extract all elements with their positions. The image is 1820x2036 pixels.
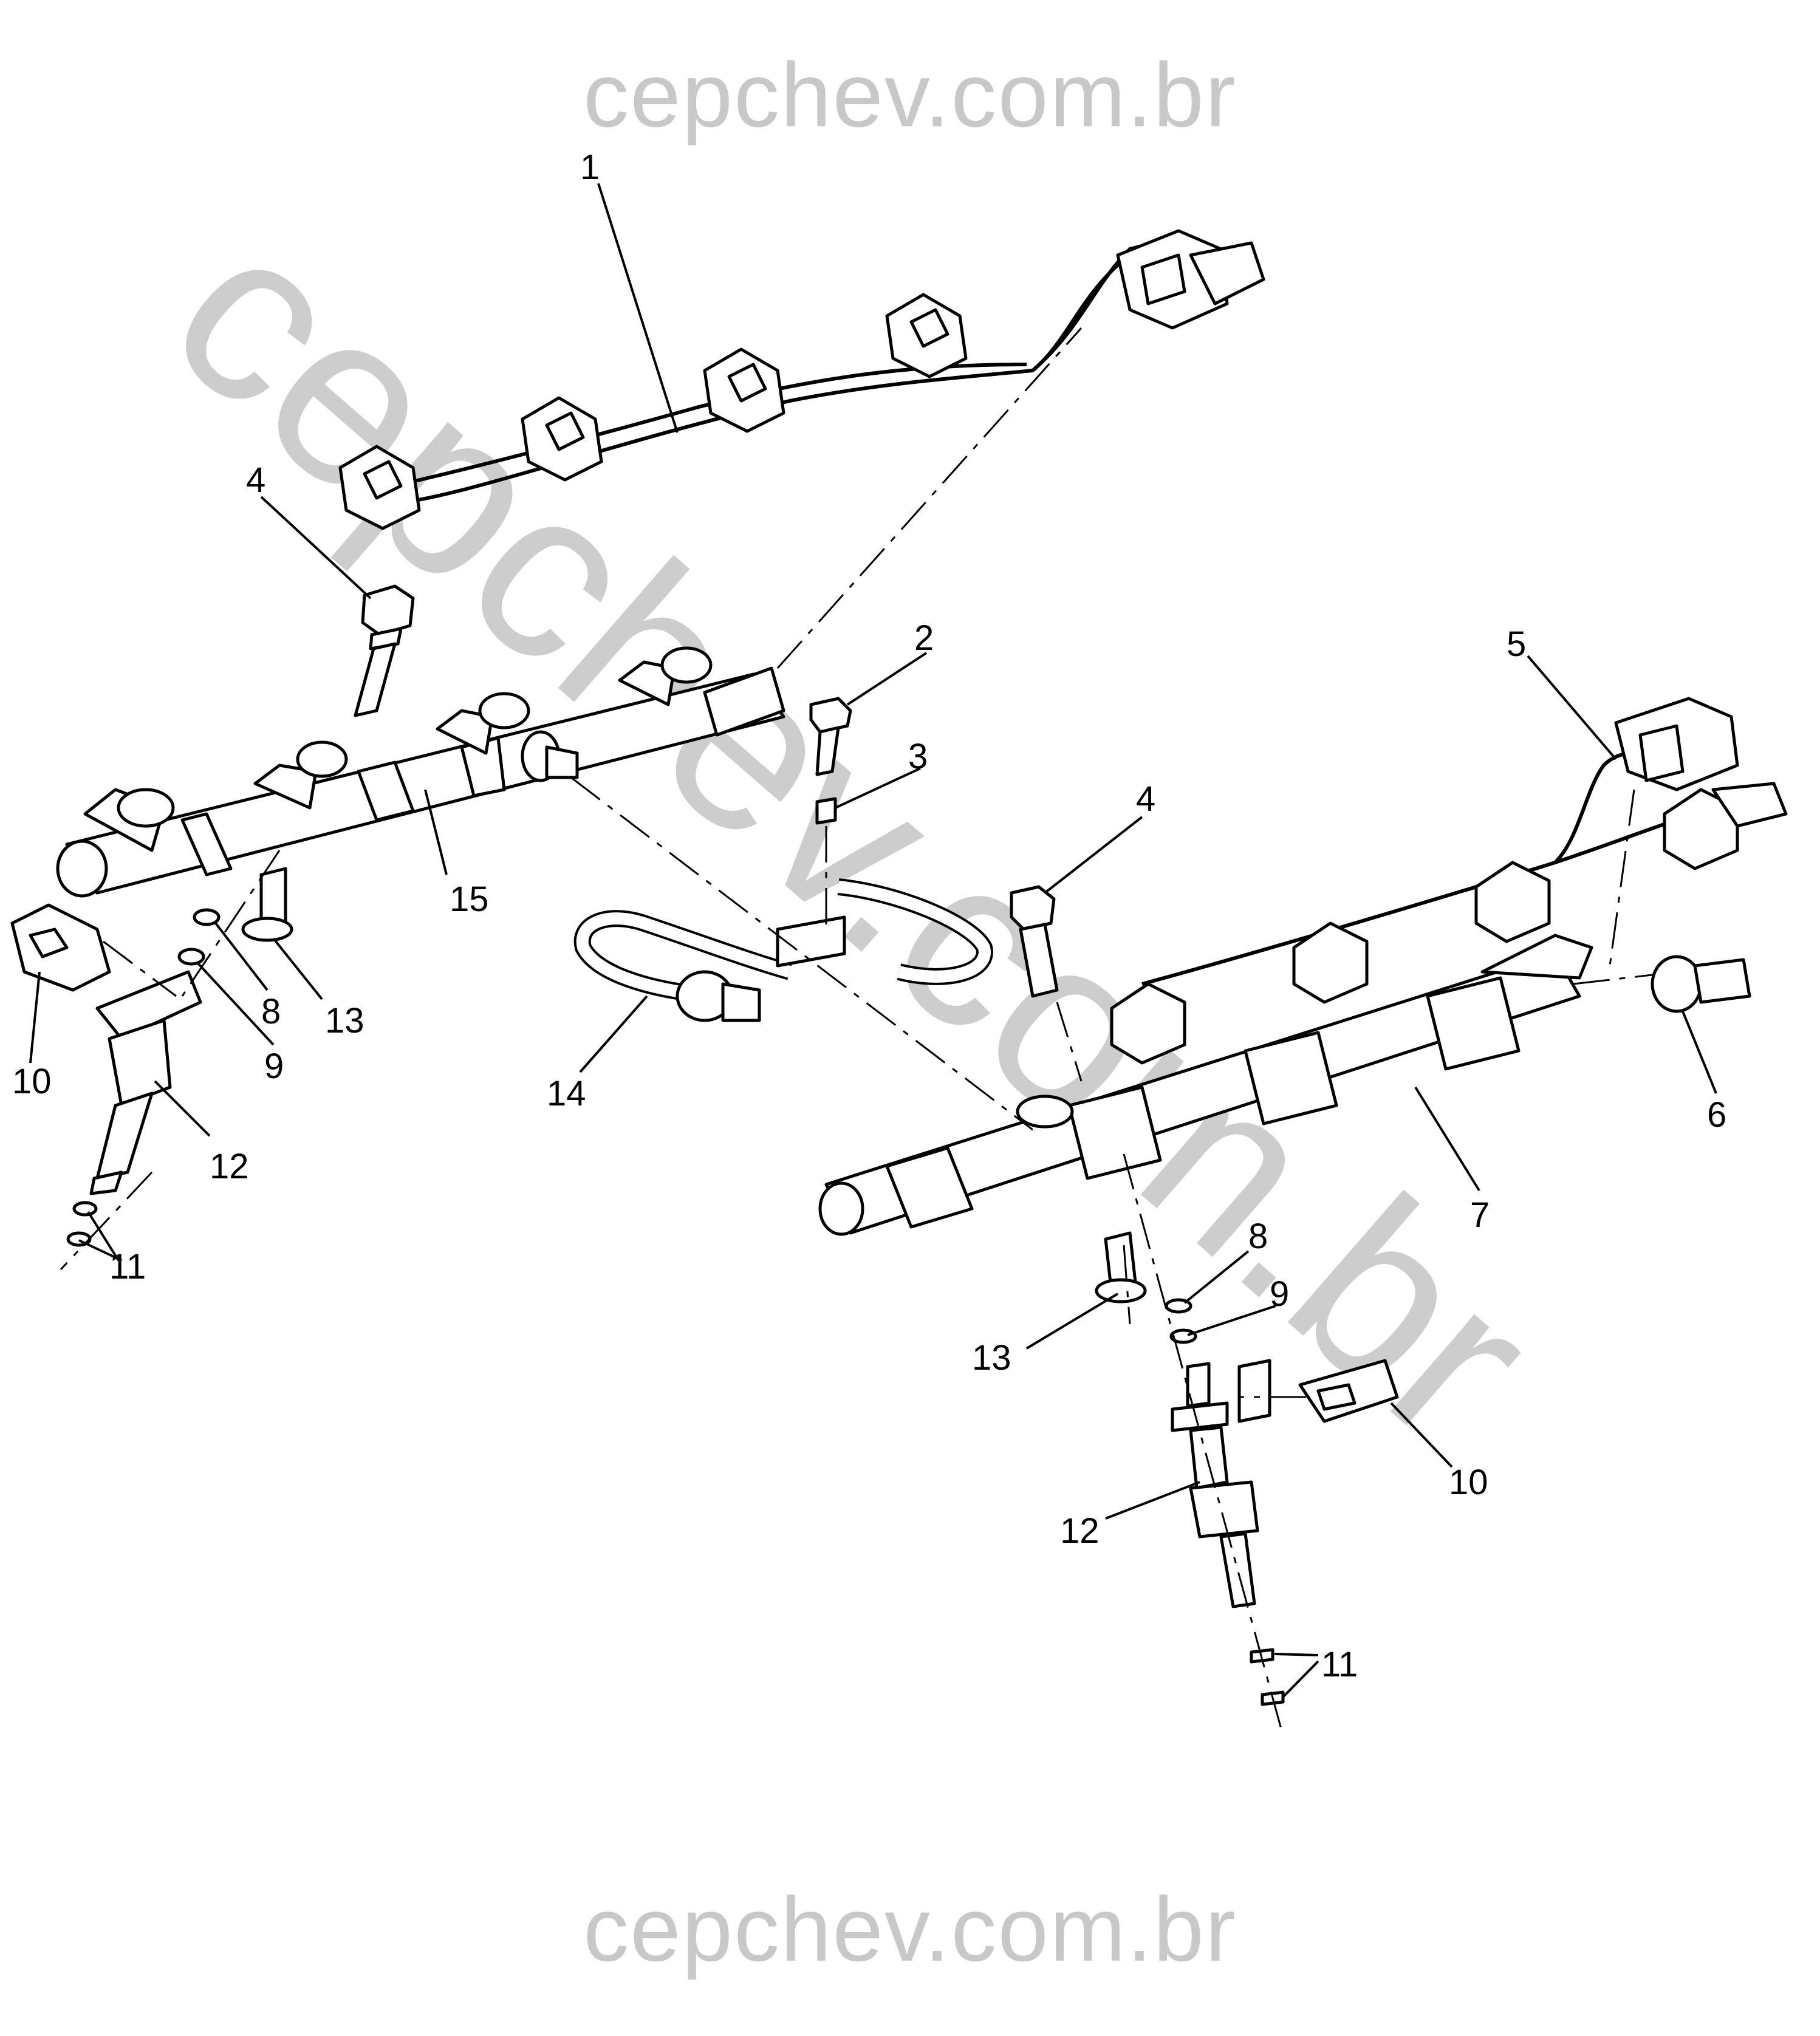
callout-11: 11 (1321, 1645, 1358, 1684)
retainer-clip-right (1298, 1359, 1399, 1423)
callout-1: 1 (580, 148, 600, 187)
o-ring-upper-left (193, 908, 221, 926)
callout-6: 6 (1707, 1095, 1726, 1135)
watermark-diagonal: cepchev.com.br (123, 174, 1583, 1494)
fuel-rail-left (56, 646, 785, 898)
insulator-left (241, 867, 293, 942)
fuel-injector-left (89, 970, 202, 1195)
callout-13: 13 (972, 1338, 1011, 1378)
spacer (815, 797, 837, 825)
injector-connector (703, 347, 785, 433)
callout-10: 10 (1449, 1463, 1488, 1502)
harness-main-connector (1614, 697, 1739, 791)
callout-4: 4 (246, 460, 265, 500)
watermark-top: cepchev.com.br (583, 44, 1237, 146)
callout-8: 8 (261, 992, 281, 1031)
injector-connector (1292, 921, 1369, 1004)
callout-5: 5 (1507, 624, 1526, 664)
o-ring-lower-left (177, 948, 205, 966)
bolt-left (354, 584, 415, 717)
fuel-rail-right (818, 934, 1593, 1236)
bolt-right (1010, 885, 1059, 998)
callout-9: 9 (1270, 1274, 1289, 1314)
callout-12: 12 (1060, 1511, 1100, 1551)
callout-10: 10 (12, 1062, 52, 1101)
injector-connector (885, 293, 968, 378)
injector-connector (338, 445, 421, 530)
bolt-crossover (809, 697, 852, 776)
callout-3: 3 (908, 737, 928, 776)
fuel-injector-harness-right (1110, 697, 1788, 1065)
fuel-injector-harness-left (338, 229, 1265, 530)
injector-connector (521, 396, 603, 482)
retainer-clip-left (10, 903, 111, 992)
injector-connector (1110, 982, 1186, 1065)
harness-main-connector (1116, 229, 1265, 330)
callout-13: 13 (325, 1001, 364, 1040)
callout-8: 8 (1248, 1217, 1268, 1256)
callout-11: 11 (109, 1247, 146, 1286)
injector-connector (1474, 861, 1551, 943)
injector-connector (1663, 782, 1788, 870)
callout-4: 4 (1136, 779, 1155, 819)
callout-12: 12 (210, 1147, 249, 1186)
seal-left (72, 1201, 98, 1217)
callout-15: 15 (450, 880, 489, 919)
fuel-crossover-pipe (573, 878, 993, 1022)
insulator-right (1095, 1231, 1147, 1303)
callout-9: 9 (264, 1047, 284, 1086)
callout-14: 14 (547, 1074, 586, 1113)
fuel-pressure-sensor (1651, 955, 1751, 1013)
fuel-injector-right (1171, 1359, 1271, 1608)
watermark-bottom: cepchev.com.br (583, 1878, 1237, 1980)
callout-2: 2 (914, 618, 934, 658)
callout-7: 7 (1470, 1195, 1490, 1235)
